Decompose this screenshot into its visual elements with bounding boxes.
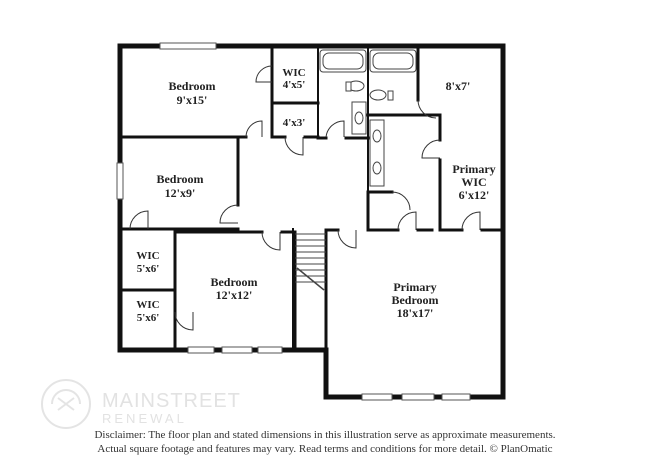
room-primary-wic-line1: Primary (452, 162, 495, 176)
door-swing-icon (129, 210, 149, 230)
room-labels: Bedroom 9'x15' WIC 4'x5' 4'x3' Bedroom 1… (136, 67, 495, 324)
wall-hall (316, 136, 434, 232)
bathtub-inner-icon (372, 52, 414, 70)
room-wic-left-1-dim: 5'x6' (137, 263, 160, 275)
window-primary-1 (361, 393, 393, 401)
door-swing-icon (325, 120, 345, 138)
wall-wic-left (118, 230, 297, 352)
room-wic-top-name: WIC (282, 67, 305, 79)
door-swing-icon (417, 99, 437, 119)
door-swing-icon (255, 65, 273, 83)
bathtub-icon (319, 49, 367, 73)
window-left-bedroom (116, 162, 124, 200)
stairs (295, 233, 326, 291)
room-primary-bedroom-line1: Primary (393, 280, 436, 294)
windows (116, 42, 471, 401)
room-primary-bedroom-dim: 18'x17' (397, 306, 434, 320)
door-swings (129, 65, 481, 331)
sink-icon (354, 111, 364, 125)
watermark-brand-line2: RENEWAL (102, 411, 187, 426)
door-swing-icon (337, 229, 357, 249)
room-bedroom-bottom-name: Bedroom (210, 275, 257, 289)
disclaimer-line-1: Disclaimer: The floor plan and stated di… (94, 429, 556, 441)
wall-bedroom-top (118, 46, 320, 139)
bathtub-inner-icon (322, 52, 364, 70)
room-bedroom-mid-name: Bedroom (156, 172, 203, 186)
room-bedroom-top-name: Bedroom (168, 79, 215, 93)
disclaimer-line-2: Actual square footage and features may v… (97, 443, 553, 455)
watermark-brand-line1: MAINSTREET (102, 390, 241, 412)
door-swing-icon (284, 136, 304, 156)
window-top-bedroom (159, 42, 217, 50)
window-bottom-2 (221, 346, 253, 354)
toilet-icon (369, 89, 387, 101)
door-swing-icon (261, 231, 281, 251)
room-wic-left-1-name: WIC (136, 250, 159, 262)
wall-bath (366, 113, 420, 232)
room-wic-left-2-name: WIC (136, 299, 159, 311)
window-bottom-3 (257, 346, 283, 354)
room-bedroom-top-dim: 9'x15' (177, 93, 208, 107)
interior-thin-walls (292, 48, 369, 350)
disclaimer: Disclaimer: The floor plan and stated di… (0, 428, 650, 456)
stair-break-line (296, 267, 325, 291)
wall-primary-wic (416, 46, 505, 232)
window-bottom-1 (187, 346, 215, 354)
walls (117, 43, 506, 400)
door-swing-icon (245, 120, 263, 138)
door-swing-icon (391, 191, 411, 211)
room-8x7-dim: 8'x7' (446, 79, 471, 93)
room-bedroom-bottom-dim: 12'x12' (216, 288, 253, 302)
toilet-tank-icon (387, 90, 394, 101)
watermark: MAINSTREET RENEWAL (41, 379, 241, 429)
room-closet-dim: 4'x3' (283, 117, 306, 129)
sink-icon (372, 129, 382, 143)
door-swing-icon (219, 204, 239, 224)
room-primary-wic-dim: 6'x12' (459, 188, 490, 202)
wall-stair (293, 228, 328, 352)
watermark-logo-icon (41, 379, 91, 429)
bathtub-icon (369, 49, 417, 73)
door-swing-icon (174, 311, 194, 331)
door-swing-icon (461, 211, 481, 231)
room-bedroom-mid-dim: 12'x9' (165, 186, 196, 200)
room-wic-top-dim: 4'x5' (283, 79, 306, 91)
room-primary-wic-line2: WIC (461, 175, 486, 189)
window-primary-2 (401, 393, 435, 401)
toilet-tank-icon (345, 81, 352, 92)
vanity-icon (351, 101, 367, 135)
watermark-logo-mark (51, 389, 81, 411)
wall-bedroom-mid (118, 138, 240, 231)
room-primary-bedroom-line2: Bedroom (391, 293, 438, 307)
bath-fixtures (319, 49, 417, 187)
sink-icon (372, 161, 382, 175)
door-swing-icon (421, 139, 441, 159)
window-primary-3 (441, 393, 471, 401)
room-wic-left-2-dim: 5'x6' (137, 312, 160, 324)
door-swing-icon (397, 211, 417, 231)
exterior-wall (117, 43, 506, 400)
